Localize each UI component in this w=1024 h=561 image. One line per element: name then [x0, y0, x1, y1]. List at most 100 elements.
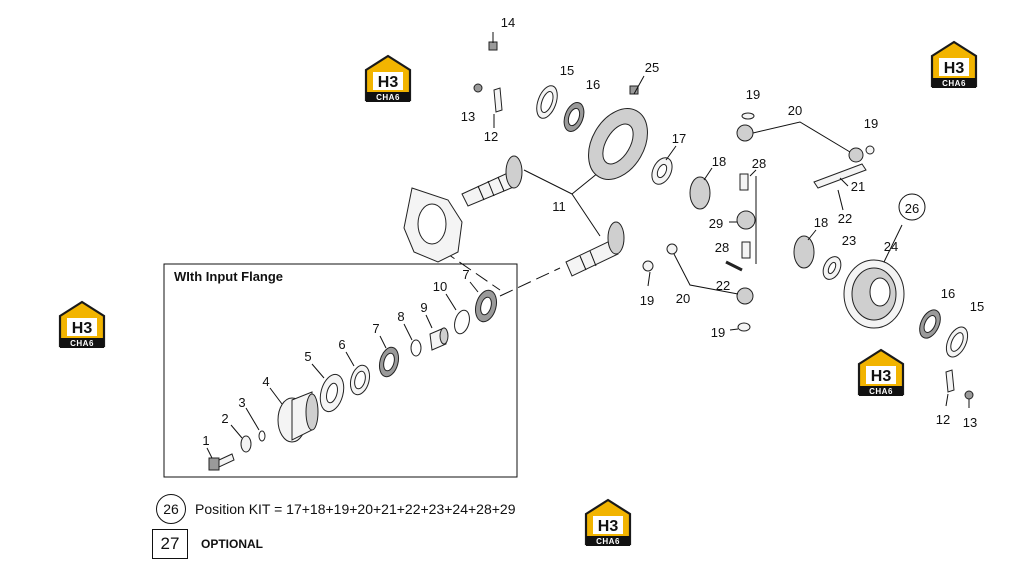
callout-c5: 5: [304, 349, 311, 364]
washer-17: [651, 145, 677, 185]
callout-c7a: 7: [462, 267, 469, 282]
callout-c17: 17: [672, 131, 686, 146]
lock-plate-12-lower: [945, 369, 955, 407]
svg-text:CHA6: CHA6: [596, 537, 620, 546]
callout-c20a: 20: [788, 103, 802, 118]
bolt-25: [629, 75, 645, 95]
inset-connector-line: [499, 267, 561, 297]
cross-shaft-21: [813, 163, 867, 189]
callout-c11: 11: [552, 199, 566, 214]
callout-c18b: 18: [814, 215, 828, 230]
svg-text:H3: H3: [871, 368, 892, 385]
callout-c10: 10: [433, 279, 447, 294]
svg-text:CHA6: CHA6: [376, 93, 400, 102]
callout-line-22: [837, 189, 844, 211]
callout-c19c: 19: [640, 293, 654, 308]
svg-text:CHA6: CHA6: [942, 79, 966, 88]
input-flange-4: [269, 387, 319, 443]
legend-optional-row: 27 OPTIONAL: [152, 529, 263, 559]
pinion-gear-20-right: [848, 145, 875, 163]
callout-c4: 4: [262, 374, 269, 389]
spider-29: [729, 210, 756, 230]
pinion-shaft-lower: [565, 221, 625, 277]
optional-label: OPTIONAL: [201, 537, 263, 551]
svg-text:CHA6: CHA6: [869, 387, 893, 396]
side-gear-18-lower: [793, 229, 817, 269]
pin-28-lower: [741, 241, 751, 259]
watermark-logo-2: H3 CHA6: [930, 40, 978, 90]
flange-connector-line: [409, 227, 501, 291]
pinion-gear-20-bottom: [642, 243, 754, 332]
callout-c1: 1: [202, 433, 209, 448]
svg-text:H3: H3: [72, 320, 93, 337]
bearing-7-inset: [378, 335, 400, 378]
callout-c7b: 7: [372, 321, 379, 336]
bearing-cup-15-upper: [536, 85, 558, 119]
svg-text:CHA6: CHA6: [70, 339, 94, 348]
callout-c24: 24: [884, 239, 898, 254]
svg-text:H3: H3: [944, 60, 965, 77]
watermark-logo-3: H3 CHA6: [58, 300, 106, 350]
callout-c28a: 28: [752, 156, 766, 171]
side-gear-18-upper: [689, 167, 713, 210]
bolt-13-upper: [473, 83, 483, 93]
callout-c22b: 22: [716, 278, 730, 293]
callout-c13b: 13: [963, 415, 977, 430]
pinion-shaft-upper: [461, 155, 523, 207]
callout-c28b: 28: [715, 240, 729, 255]
callout-c19b: 19: [864, 116, 878, 131]
callout-c13a: 13: [461, 109, 475, 124]
callout-c15b: 15: [970, 299, 984, 314]
cover-plate: [403, 187, 463, 263]
bearing-7-outer: [469, 281, 498, 323]
callout-c23: 23: [842, 233, 856, 248]
callout-c19d: 19: [711, 325, 725, 340]
callout-c29: 29: [709, 216, 723, 231]
bearing-16-lower: [919, 309, 941, 339]
ring-3: [245, 407, 266, 442]
shim-10: [445, 293, 470, 335]
bearing-cup-15-lower: [945, 326, 969, 358]
legend-kit-row: 26 Position KIT = 17+18+19+20+21+22+23+2…: [156, 494, 515, 524]
kit-description: Position KIT = 17+18+19+20+21+22+23+24+2…: [195, 501, 516, 517]
optional-number-box: 27: [152, 529, 188, 559]
callout-c19a: 19: [746, 87, 760, 102]
callout-c20b: 20: [676, 291, 690, 306]
inset-title: WIth Input Flange: [174, 269, 283, 284]
callout-c9: 9: [420, 300, 427, 315]
seal-5: [311, 363, 345, 413]
callout-c26: 26: [905, 201, 919, 216]
kit-number-circle: 26: [156, 494, 186, 524]
washer-23: [822, 256, 842, 280]
callout-c15a: 15: [560, 63, 574, 78]
callout-c8: 8: [397, 309, 404, 324]
watermark-logo-4: H3 CHA6: [857, 348, 905, 398]
flange-bolt-1: [206, 447, 235, 471]
washer-2: [230, 424, 252, 453]
callout-c18a: 18: [712, 154, 726, 169]
callout-c6: 6: [338, 337, 345, 352]
callout-c25: 25: [645, 60, 659, 75]
watermark-logo-1: H3 CHA6: [364, 54, 412, 104]
callout-c12a: 12: [484, 129, 498, 144]
bearing-6: [345, 351, 371, 396]
callout-c2: 2: [221, 411, 228, 426]
callout-c3: 3: [238, 395, 245, 410]
ring-8: [403, 323, 422, 357]
bolt-14: [488, 32, 498, 51]
differential-case-24: [843, 224, 905, 329]
callout-c21: 21: [851, 179, 865, 194]
ring-gear: [588, 108, 648, 180]
callout-c16b: 16: [941, 286, 955, 301]
callout-circle-26: [898, 193, 926, 221]
bearing-16-upper: [563, 102, 585, 132]
bolt-13-lower: [964, 390, 974, 408]
callout-c12b: 12: [936, 412, 950, 427]
callout-c16a: 16: [586, 77, 600, 92]
inset-frame: [163, 263, 518, 478]
watermark-logo-5: H3 CHA6: [584, 498, 632, 548]
callout-c14: 14: [501, 15, 515, 30]
spacer-9: [425, 314, 449, 351]
